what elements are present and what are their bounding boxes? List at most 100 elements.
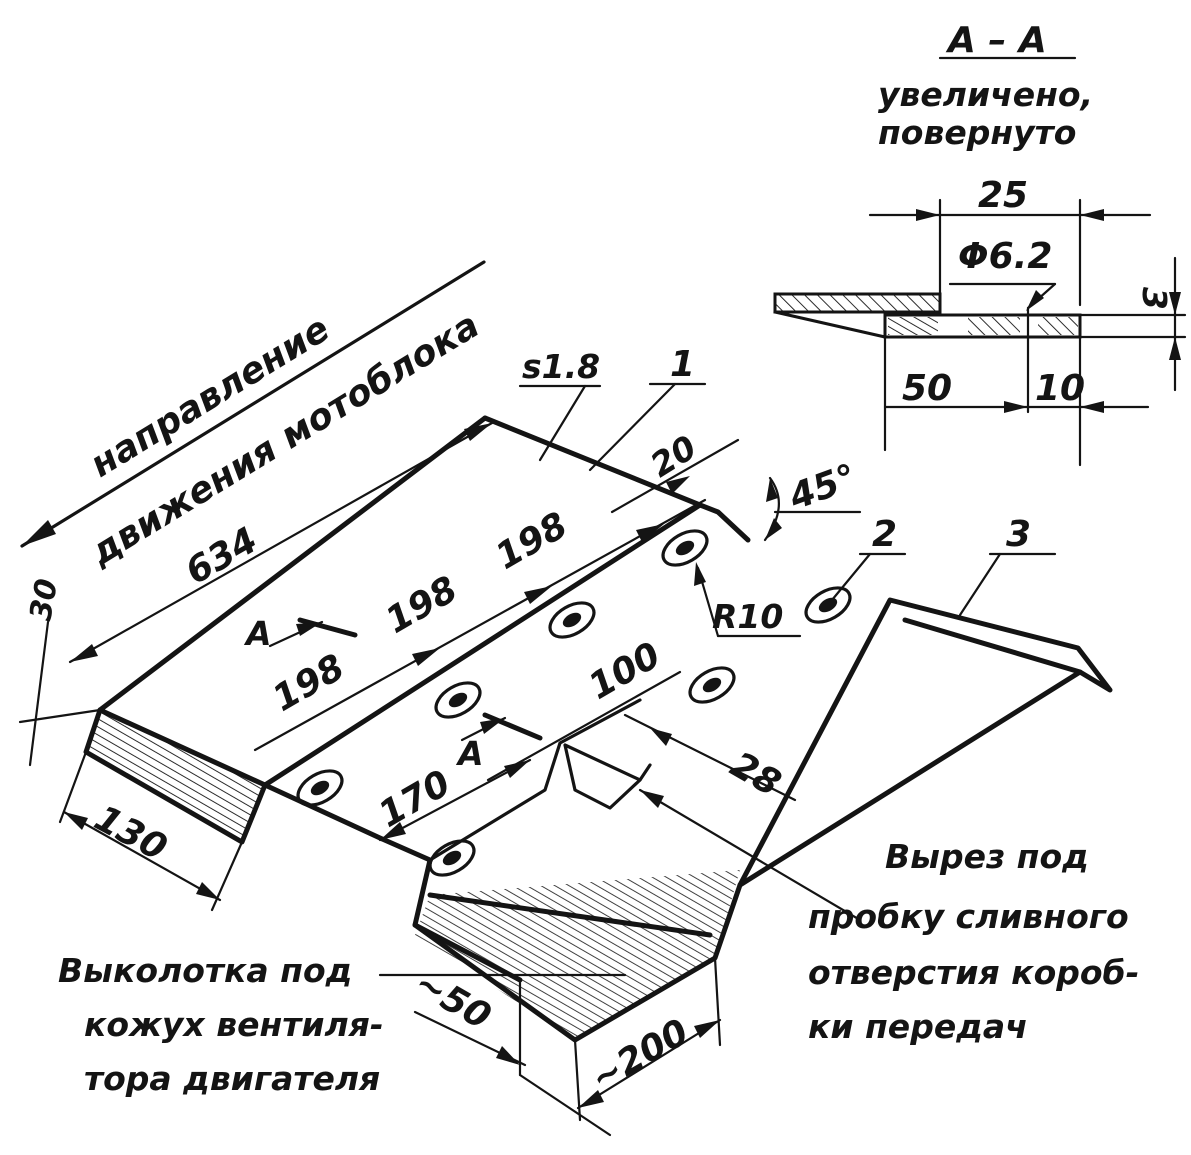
bolt-hole [296, 769, 344, 807]
arrow [1026, 290, 1044, 311]
bolt-hole [428, 839, 476, 877]
leader [538, 384, 587, 462]
arrow [1080, 209, 1104, 221]
part3-outline [412, 597, 1113, 1043]
dim-offset: 170 [372, 763, 458, 836]
arrow [694, 562, 706, 586]
part-3-plate [412, 597, 1113, 1043]
weld-hatch [888, 317, 938, 335]
ext-line [210, 840, 244, 912]
plate-lower [883, 313, 1082, 339]
arrow [640, 790, 664, 808]
dim-width: 130 [88, 798, 174, 869]
dim-line-28 [623, 713, 797, 802]
dim-height: 30 [23, 576, 65, 623]
callout-part1: 1 [670, 344, 695, 385]
arrow [504, 760, 530, 778]
section-dim-length: 50 [902, 368, 952, 409]
ext-line [713, 956, 722, 1047]
leader [830, 552, 872, 602]
drain-cutout [563, 743, 642, 810]
arrow [196, 882, 220, 900]
part3-hatch [415, 870, 740, 1040]
punch-note-line3: тора двигателя [84, 1059, 380, 1098]
front-face-hatch [86, 710, 265, 842]
dim-pitch-3: 198 [489, 505, 575, 578]
arrow [1169, 337, 1181, 360]
part3-side-edge [737, 669, 1083, 888]
direction-arrow-line [20, 260, 486, 548]
arrow [766, 478, 778, 502]
arrow [296, 622, 322, 636]
callout-part2: 2 [872, 514, 897, 555]
arrow [1004, 401, 1028, 413]
bolt-holes [296, 529, 852, 877]
arrow [380, 822, 406, 840]
arrow [64, 812, 88, 830]
notes: Вырез под пробку сливного отверстия коро… [58, 788, 1139, 1098]
bolt-hole [688, 666, 736, 704]
cutout-note-line4: ки передач [808, 1007, 1028, 1046]
dim-line-100 [486, 670, 682, 782]
dim-thickness: s1.8 [522, 347, 600, 386]
dim-length: 634 [179, 520, 265, 593]
step-outline [428, 698, 642, 862]
dim-cut-length: 100 [582, 635, 668, 708]
bolt-hole [434, 681, 482, 719]
section-marker-lower: А [455, 734, 484, 773]
dim-radius: R10 [712, 597, 783, 636]
plate-upper [773, 292, 942, 314]
callout-part3: 3 [1006, 514, 1031, 555]
arrow [496, 1046, 520, 1065]
arrow [666, 476, 690, 494]
section-note-line2: повернуто [878, 113, 1076, 152]
arrow [578, 1090, 604, 1108]
cutout-leader [638, 788, 862, 922]
section-title: А – А [945, 20, 1047, 61]
punch-note-line1: Выколотка под [58, 951, 352, 990]
dim-angle: 45° [783, 457, 862, 519]
plate-hatch-left [968, 317, 1020, 335]
section-note-line1: увеличено, [878, 75, 1093, 114]
section-dim-thickness: 3 [1135, 287, 1174, 310]
ext-line [18, 708, 102, 724]
arrow [1080, 401, 1104, 413]
plate-edge [773, 310, 887, 339]
section-mark [297, 617, 358, 638]
cutout-edge [638, 763, 652, 782]
cutout-note-line1: Вырез под [885, 837, 1089, 876]
section-marker-upper: А [243, 614, 272, 653]
section-dim-hole: Φ6.2 [958, 236, 1052, 277]
arrow [650, 728, 672, 746]
dim-line-200 [518, 1073, 612, 1137]
arrow [480, 718, 505, 734]
arrow [916, 209, 940, 221]
section-view: А – А увеличено, повернуто 25 Φ6.2 3 [773, 20, 1187, 467]
arrow [412, 648, 440, 666]
arrow [70, 644, 98, 662]
direction-indicator: направление движения мотоблока [20, 260, 487, 574]
plate-hatch-right [1038, 317, 1078, 335]
direction-label-line1: направление [83, 308, 337, 485]
leader [958, 552, 1002, 617]
arrow [694, 1020, 720, 1038]
ext-line [58, 750, 88, 824]
section-mark [482, 712, 543, 741]
section-dim-edge: 10 [1035, 368, 1085, 409]
arrow [636, 524, 664, 542]
part3-inner-edge [427, 892, 713, 938]
plate-back-edge [482, 415, 703, 508]
dim-line-pitch [253, 498, 707, 752]
arrow [1169, 292, 1181, 315]
arrow [464, 423, 492, 441]
bolt-hole [661, 529, 709, 567]
cutout-note-line2: пробку сливного [808, 897, 1129, 936]
dim-pitch-2: 198 [379, 569, 465, 642]
direction-arrowhead [22, 520, 56, 546]
dim-line-20 [610, 438, 740, 514]
leader [588, 382, 677, 472]
flange-tip [697, 502, 751, 543]
arrow [765, 518, 782, 540]
dim-line-130 [62, 810, 222, 902]
